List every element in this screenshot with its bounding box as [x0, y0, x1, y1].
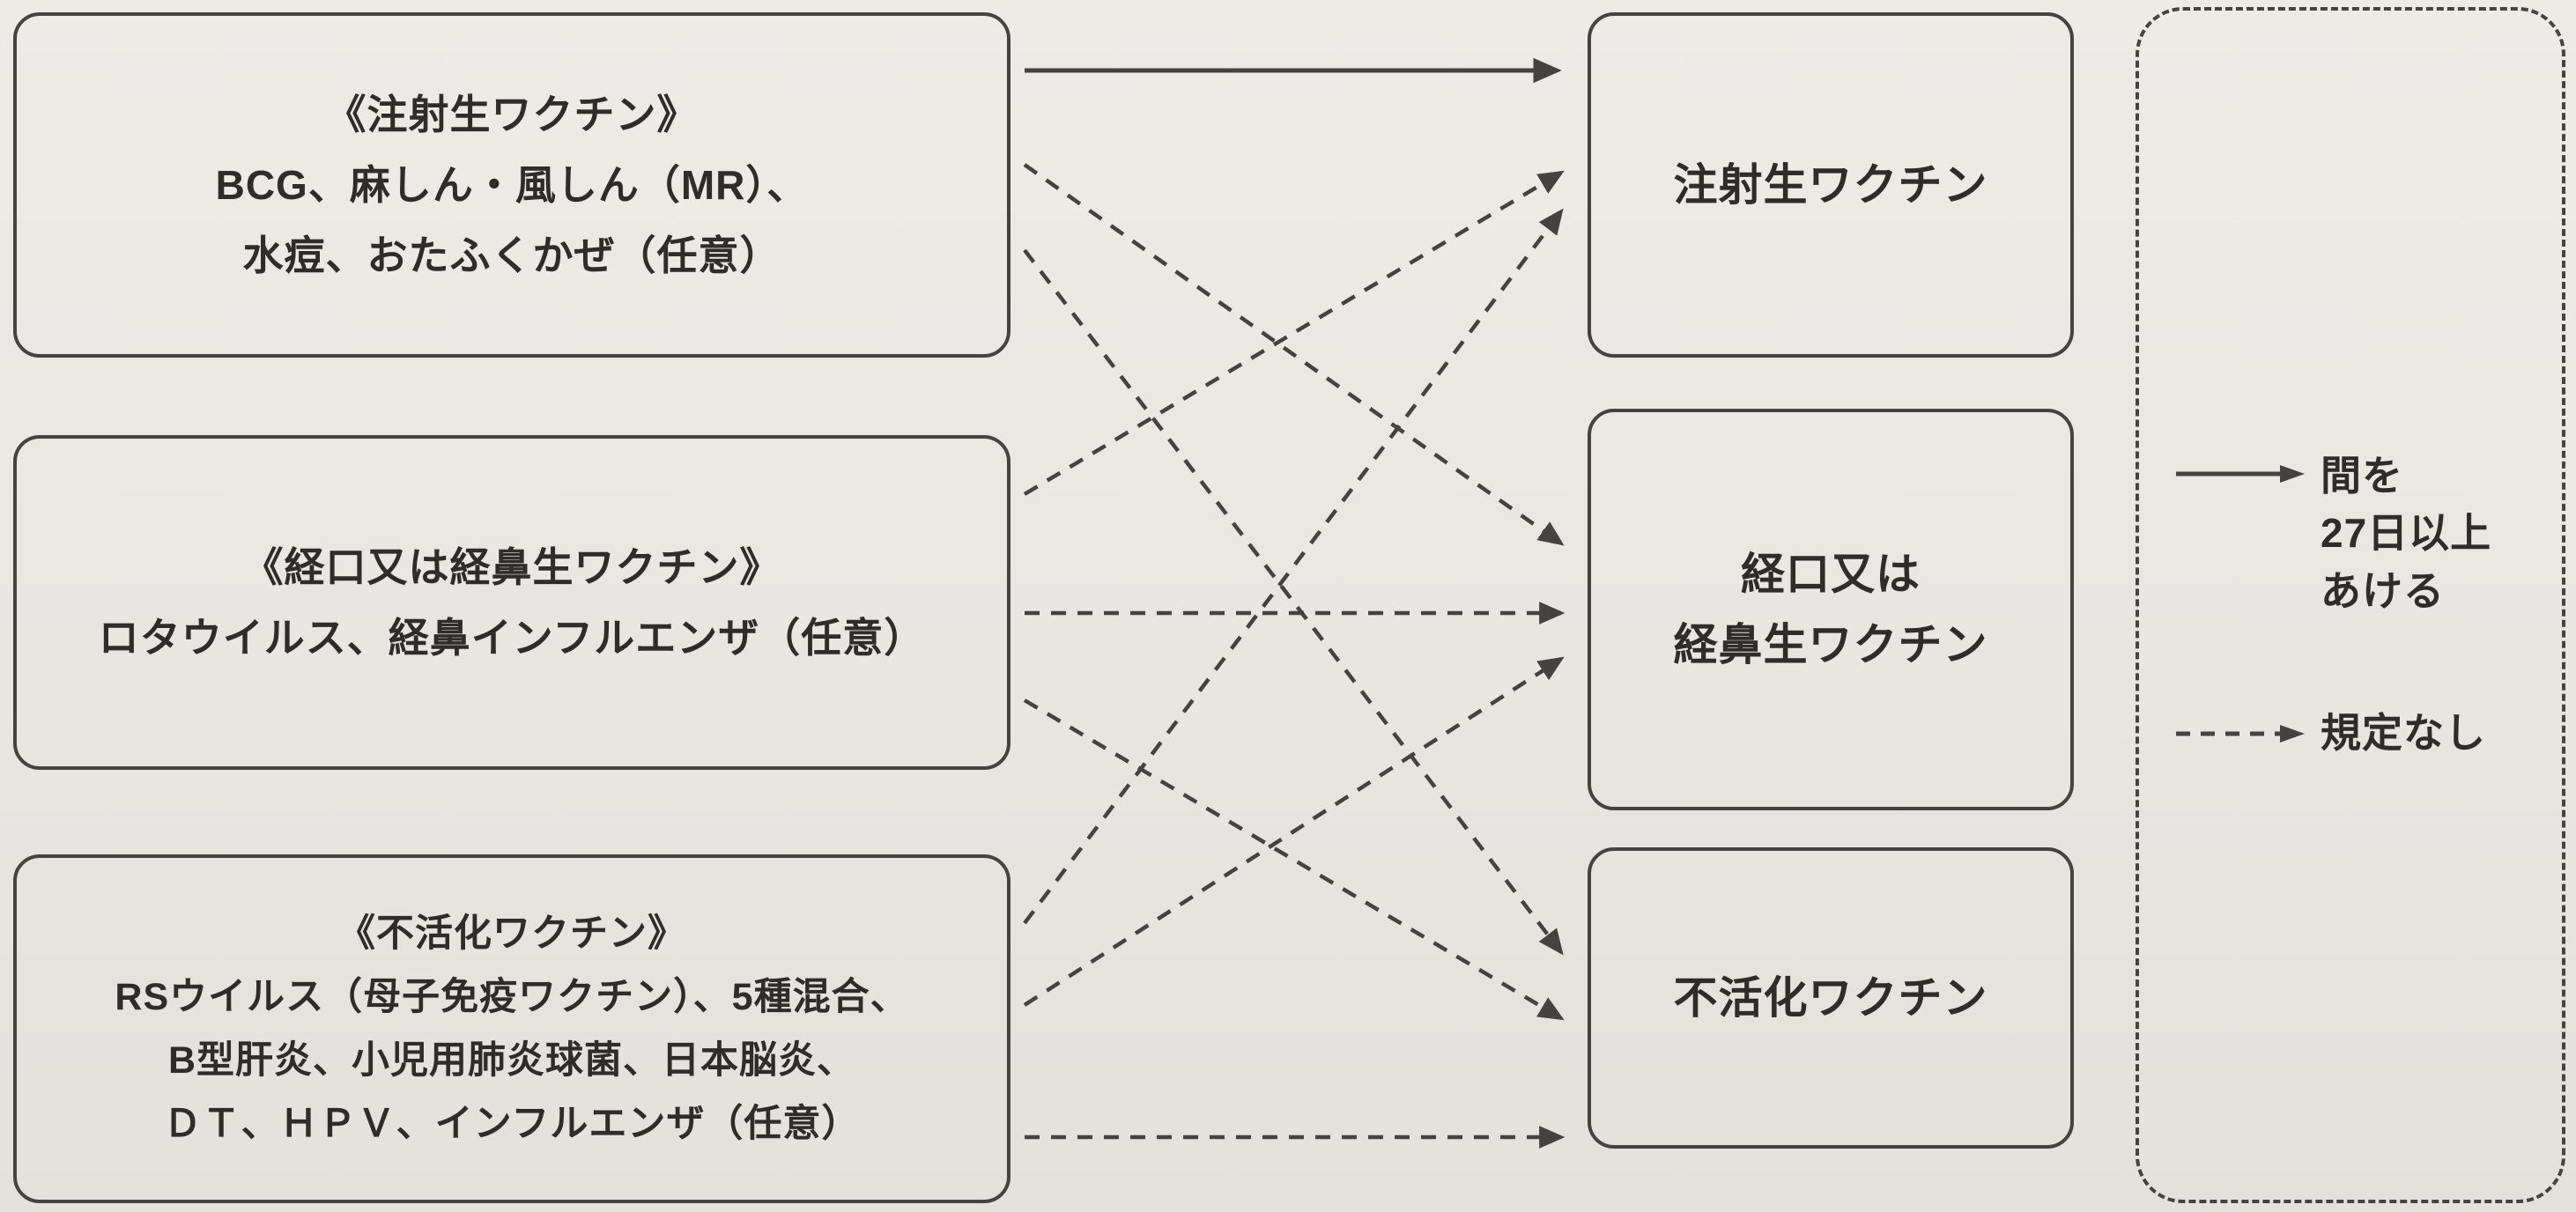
box-title: 《経口又は経鼻生ワクチン》: [242, 543, 781, 590]
solid-arrow-icon: [2176, 465, 2305, 483]
legend-item-solid: 間を 27日以上 あける: [2174, 447, 2544, 620]
connection-inactivated-to-oral-nasal-live-dashed: [1023, 656, 1565, 1007]
source-box-oral-nasal-live: 《経口又は経鼻生ワクチン》 ロタウイルス、経鼻インフルエンザ（任意）: [13, 435, 1010, 770]
legend-item-dashed: 規定なし: [2174, 705, 2544, 762]
box-title: 《注射生ワクチン》: [325, 91, 699, 137]
box-line: 水痘、おたふくかぜ（任意）: [242, 233, 781, 279]
box-title: 注射生ワクチン: [1673, 159, 1988, 210]
connection-oral-nasal-live-to-inactivated-dashed: [1023, 698, 1565, 1021]
box-title: 経口又は: [1741, 550, 1921, 599]
box-line: B型肝炎、小児用肺炎球菌、日本脳炎、: [167, 1039, 856, 1082]
legend-content: 間を 27日以上 あける 規定なし: [2174, 447, 2544, 762]
box-line: ＤＴ、ＨＰＶ、インフルエンザ（任意）: [163, 1103, 861, 1146]
target-box-inactivated: 不活化ワクチン: [1588, 847, 2074, 1149]
dashed-arrow-icon: [2176, 724, 2305, 743]
connection-injectable-live-to-inactivated-dashed: [1023, 248, 1564, 956]
connection-inactivated-to-injectable-live-dashed: [1023, 208, 1564, 925]
legend-box: 間を 27日以上 あける 規定なし: [2136, 7, 2565, 1203]
legend-solid-label: 間を 27日以上 あける: [2321, 453, 2492, 614]
box-line: BCG、麻しん・風しん（MR）、: [215, 161, 809, 208]
connection-injectable-live-to-oral-nasal-live-dashed: [1023, 163, 1565, 546]
box-title: 経鼻生ワクチン: [1673, 620, 1988, 669]
box-title: 《不活化ワクチン》: [337, 912, 686, 955]
legend-dashed-label: 規定なし: [2321, 709, 2486, 756]
target-box-injectable-live: 注射生ワクチン: [1588, 12, 2074, 358]
source-box-injectable-live: 《注射生ワクチン》 BCG、麻しん・風しん（MR）、 水痘、おたふくかぜ（任意）: [13, 12, 1010, 358]
box-line: RSウイルス（母子免疫ワクチン）、5種混合、: [115, 975, 909, 1018]
target-box-oral-nasal-live: 経口又は 経鼻生ワクチン: [1588, 409, 2074, 810]
connection-oral-nasal-live-to-injectable-live-dashed: [1023, 170, 1565, 496]
box-line: ロタウイルス、経鼻インフルエンザ（任意）: [98, 615, 926, 661]
source-box-inactivated: 《不活化ワクチン》 RSウイルス（母子免疫ワクチン）、5種混合、 B型肝炎、小児…: [13, 854, 1010, 1203]
box-title: 不活化ワクチン: [1673, 972, 1988, 1023]
